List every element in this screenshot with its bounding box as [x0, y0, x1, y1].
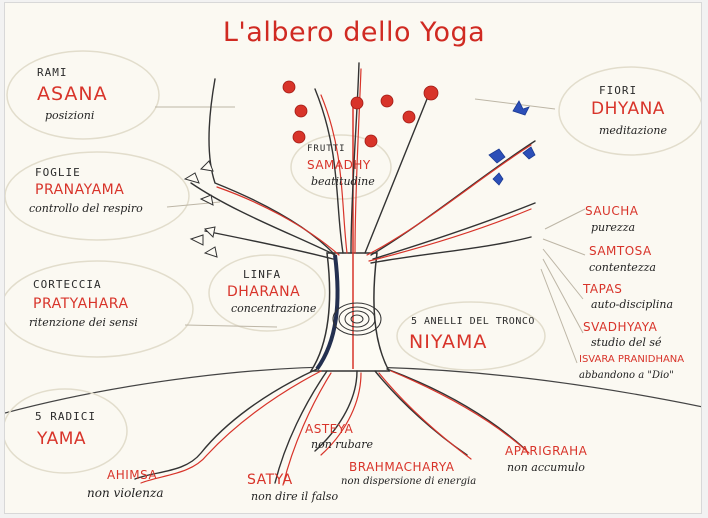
yama-desc: non violenza [87, 486, 164, 500]
label-linfa-name: DHARANA [227, 284, 301, 300]
tree-sap-branches [216, 68, 532, 262]
tree-sap-roots [140, 370, 530, 486]
bubble-radici [5, 388, 128, 474]
bubble-frutti [290, 134, 392, 200]
label-linfa-kicker: LINFA [243, 268, 282, 281]
tree-illustration [5, 50, 701, 486]
label-anelli-kicker: 5 ANELLI DEL TRONCO [411, 316, 535, 327]
page-title: L'albero dello Yoga [222, 17, 486, 48]
diagram-canvas: L'albero dello Yoga RAMI ASANA posizioni… [4, 2, 702, 514]
niyama-name: SAUCHA [585, 204, 639, 218]
label-corteccia-name: PRATYAHARA [33, 296, 129, 312]
niyama-desc: auto-disciplina [591, 298, 674, 311]
yama-desc: non dire il falso [251, 490, 339, 503]
fruits [282, 80, 439, 148]
label-fiori-name: DHYANA [591, 99, 665, 119]
bubble-corteccia [5, 260, 194, 358]
leader-lines [155, 98, 586, 364]
label-radici-kicker: 5 RADICI [35, 410, 96, 423]
bubble-foglie [5, 151, 190, 241]
label-fiori-kicker: FIORI [599, 84, 638, 97]
label-corteccia-kicker: CORTECCIA [33, 278, 102, 291]
label-rami-name: ASANA [37, 83, 108, 105]
niyama-desc: studio del sé [591, 336, 662, 349]
label-bubbles [5, 50, 701, 474]
trunk-rings [332, 302, 382, 336]
yama-name: APARIGRAHA [505, 444, 588, 458]
label-foglie-kicker: FOGLIE [35, 166, 81, 179]
niyama-name: TAPAS [583, 282, 623, 296]
yama-desc: non rubare [311, 438, 373, 451]
yama-name: AHIMSA [107, 468, 158, 482]
bubble-anelli [396, 301, 546, 371]
label-frutti-desc: beatitudine [311, 175, 375, 188]
bark-shading [315, 254, 340, 371]
label-rami-desc: posizioni [45, 109, 95, 122]
niyama-name: SVADHYAYA [583, 320, 658, 334]
label-corteccia-desc: ritenzione dei sensi [29, 316, 138, 329]
yama-name: SATYA [247, 472, 293, 488]
label-frutti-kicker: FRUTTI [307, 144, 346, 154]
niyama-desc: abbandono a "Dio" [579, 370, 674, 381]
yama-desc: non dispersione di energia [341, 476, 477, 487]
label-foglie-name: PRANAYAMA [35, 182, 125, 198]
yama-desc: non accumulo [507, 461, 585, 474]
label-rami-kicker: RAMI [37, 66, 68, 79]
tree-roots [134, 368, 526, 484]
niyama-desc: contentezza [589, 261, 656, 274]
label-fiori-desc: meditazione [599, 124, 668, 137]
niyama-desc: purezza [591, 221, 636, 234]
niyama-name: ISVARA PRANIDHANA [579, 354, 685, 365]
bubble-fiori [558, 66, 701, 156]
flowers [488, 100, 536, 186]
label-anelli-name: NIYAMA [409, 331, 488, 353]
leaves [183, 160, 218, 258]
label-frutti-name: SAMADHY [307, 158, 371, 172]
label-foglie-desc: controllo del respiro [29, 202, 143, 215]
niyama-name: SAMTOSA [589, 244, 652, 258]
yama-name: ASTEYA [305, 422, 354, 436]
bubble-linfa [208, 254, 326, 332]
bubble-rami [6, 50, 160, 140]
label-radici-name: YAMA [37, 429, 86, 449]
yama-name: BRAHMACHARYA [349, 460, 455, 474]
label-linfa-desc: concentrazione [231, 302, 317, 315]
